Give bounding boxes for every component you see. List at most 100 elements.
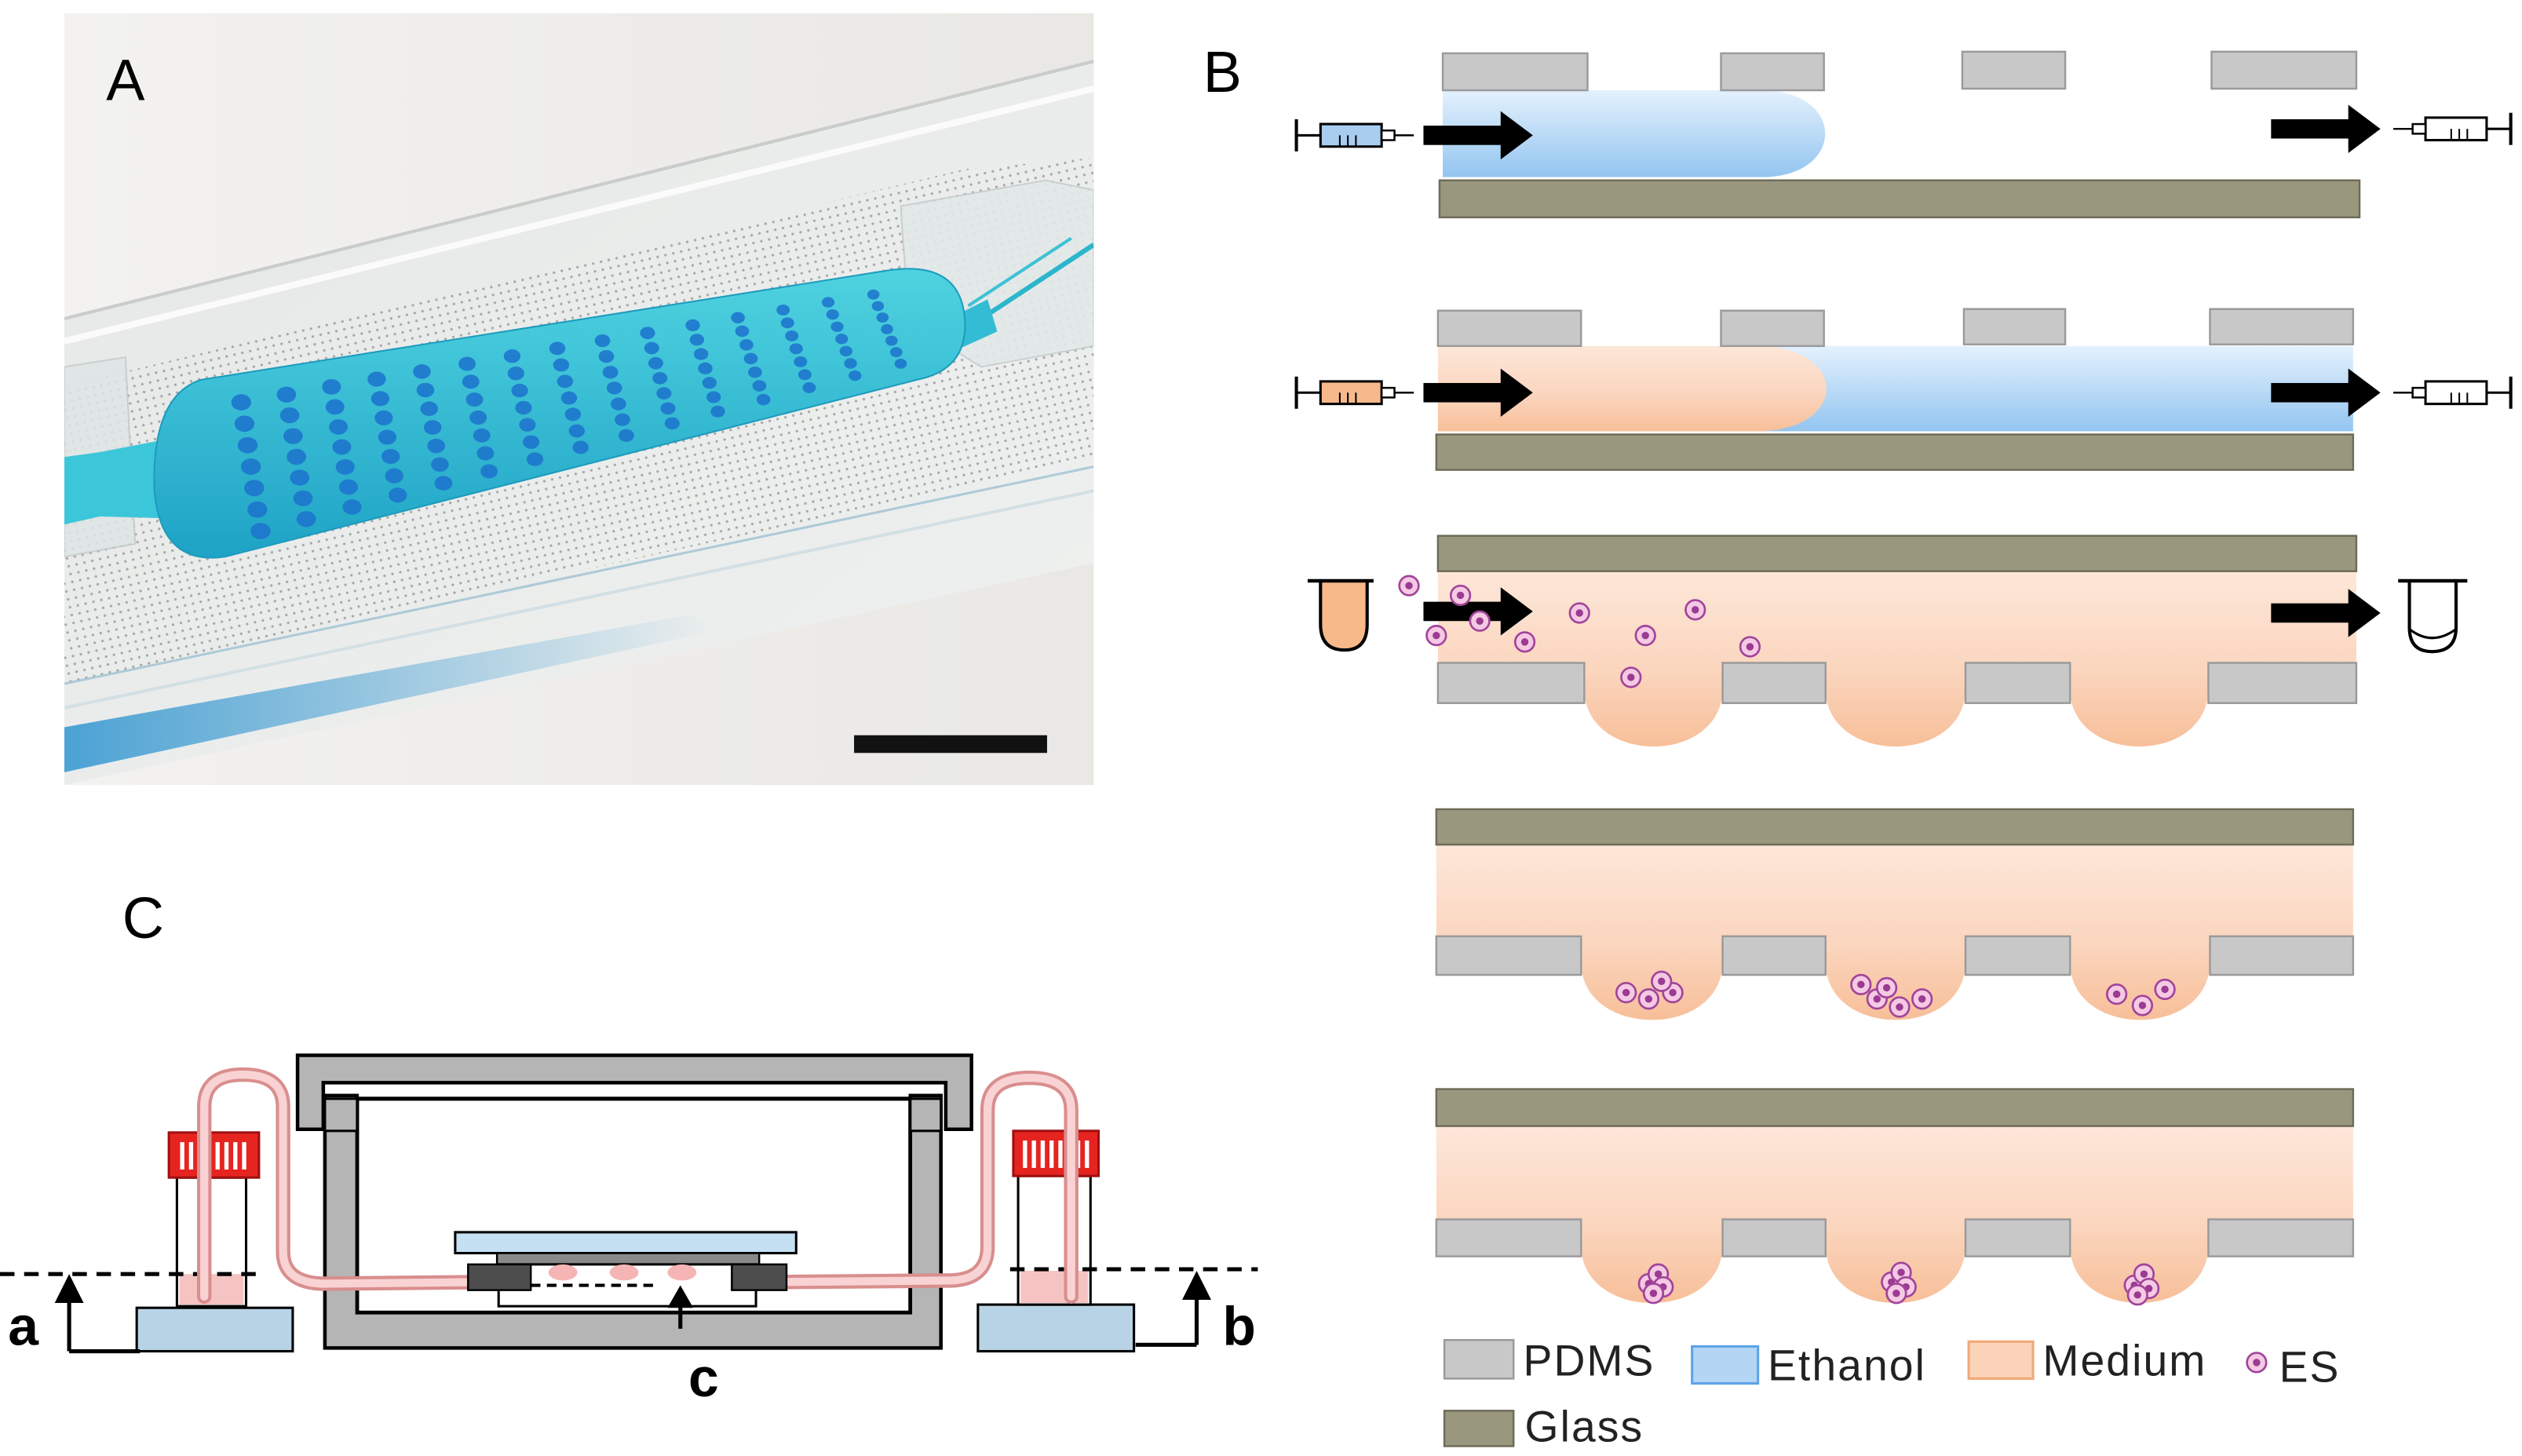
incubator-rim bbox=[323, 1097, 359, 1133]
microwell-dot bbox=[434, 476, 453, 491]
microwell-dot bbox=[731, 312, 745, 324]
medium-fill bbox=[1436, 1126, 2353, 1304]
microwell-dot bbox=[374, 410, 393, 425]
step-4-cell-settling bbox=[1435, 808, 2355, 1020]
es-cell-icon bbox=[2126, 1284, 2148, 1306]
syringe-icon bbox=[1297, 119, 1414, 151]
panel-label-b: B bbox=[1203, 39, 1242, 104]
microwell-dot bbox=[458, 356, 476, 371]
microwell-dot bbox=[287, 448, 307, 465]
incubator-rim bbox=[909, 1097, 943, 1133]
syringe-icon bbox=[1297, 377, 1414, 409]
es-cell-icon bbox=[2131, 994, 2154, 1016]
chip-medium bbox=[667, 1264, 697, 1281]
scale-bar bbox=[854, 735, 1047, 754]
microwell-dot bbox=[234, 415, 255, 432]
glass-layer bbox=[1438, 179, 2361, 219]
collection-tube-icon bbox=[1307, 578, 1374, 652]
medium-fill bbox=[1437, 345, 1827, 432]
microwell-dot bbox=[473, 428, 491, 443]
microwell-dot bbox=[702, 377, 717, 389]
glass-layer bbox=[1435, 808, 2355, 846]
microwell-dot bbox=[780, 317, 794, 329]
microwell-dot bbox=[789, 343, 803, 355]
microwell-dot bbox=[894, 358, 907, 369]
panel-label-a: A bbox=[106, 47, 145, 112]
legend-label-medium: Medium bbox=[2042, 1336, 2206, 1385]
pdms-block bbox=[1721, 935, 1827, 976]
pdms-block bbox=[1435, 1218, 1582, 1257]
microwell-dot bbox=[802, 381, 816, 393]
es-cell-icon bbox=[1615, 981, 1637, 1004]
vial-left-icon bbox=[135, 1131, 294, 1353]
microwell-dot bbox=[648, 356, 663, 370]
slide-line bbox=[64, 465, 1094, 685]
arrow-up-icon bbox=[667, 1285, 694, 1329]
legend-label-ethanol: Ethanol bbox=[1768, 1341, 1926, 1389]
es-cell-icon bbox=[2246, 1352, 2268, 1374]
microwell-dot bbox=[560, 391, 578, 405]
vial-cap bbox=[1012, 1129, 1100, 1177]
es-cell-icon bbox=[1634, 625, 1656, 647]
microwell-dot bbox=[339, 479, 359, 495]
legend-label-pdms: PDMS bbox=[1524, 1336, 1655, 1385]
microwell-dot bbox=[431, 457, 449, 473]
collection-tube-icon bbox=[2398, 578, 2468, 654]
es-cell-aggregates bbox=[1637, 1261, 2160, 1306]
arrow-up-icon bbox=[54, 1274, 141, 1354]
microwell-dot bbox=[276, 386, 297, 403]
pdms-block bbox=[1964, 935, 2071, 976]
microwell-dot bbox=[290, 469, 310, 486]
vial-base bbox=[976, 1303, 1136, 1353]
microwell-dot bbox=[756, 393, 771, 406]
microwell-dot bbox=[849, 370, 862, 381]
microwell-dot bbox=[881, 323, 893, 334]
pdms-block bbox=[1721, 662, 1827, 704]
microwell-dot bbox=[826, 308, 839, 320]
microwell-dot bbox=[889, 347, 903, 358]
es-cell-icon bbox=[1620, 666, 1642, 688]
microwell-dot bbox=[378, 429, 397, 445]
legend-label-es: ES bbox=[2279, 1342, 2341, 1391]
microwell-dot bbox=[381, 449, 400, 465]
microwell-dots bbox=[231, 289, 907, 539]
microwell-dot bbox=[279, 407, 300, 424]
microwell-dot bbox=[568, 424, 586, 438]
microwell-dot bbox=[794, 356, 808, 367]
microwell-dot bbox=[830, 321, 844, 332]
microwell-dot bbox=[476, 446, 495, 461]
microwell-dot bbox=[413, 364, 431, 379]
legend-swatch-medium bbox=[1967, 1340, 2035, 1380]
microwell-dot bbox=[660, 402, 676, 415]
tubing bbox=[197, 1067, 1079, 1305]
microwell-dot bbox=[515, 400, 532, 415]
chip-pdms-layer bbox=[495, 1252, 761, 1266]
microwell-dot bbox=[839, 345, 852, 357]
es-cell-icon bbox=[1885, 1283, 1907, 1305]
microwell-dot bbox=[240, 458, 261, 475]
panel-c: C bbox=[0, 885, 1258, 1408]
glass-layer bbox=[1435, 1088, 2355, 1127]
pdms-block bbox=[1964, 662, 2071, 704]
microwell-dot bbox=[247, 501, 268, 518]
step-3-cell-loading bbox=[1307, 535, 2468, 747]
microwell-dot bbox=[416, 382, 435, 398]
step-5-cell-aggregation bbox=[1435, 1088, 2355, 1306]
microwell-dot bbox=[598, 350, 615, 363]
chip-port-left bbox=[467, 1263, 532, 1291]
microwell-dot bbox=[250, 523, 271, 539]
es-cell-icon bbox=[1513, 631, 1536, 653]
legend-swatch-ethanol bbox=[1691, 1345, 1760, 1385]
pdms-block bbox=[2207, 662, 2358, 704]
microwell-dot bbox=[237, 436, 258, 454]
es-cell-icon bbox=[1850, 973, 1872, 995]
legend-swatch-glass bbox=[1443, 1410, 1515, 1447]
es-cell-icon bbox=[1684, 599, 1706, 621]
panel-a: A bbox=[64, 13, 1094, 786]
microwell-dot bbox=[469, 411, 487, 425]
microwell-dot bbox=[885, 335, 898, 346]
microwell-dot bbox=[427, 438, 446, 454]
es-cell-icon bbox=[1449, 584, 1472, 607]
pdms-block bbox=[2209, 935, 2355, 976]
